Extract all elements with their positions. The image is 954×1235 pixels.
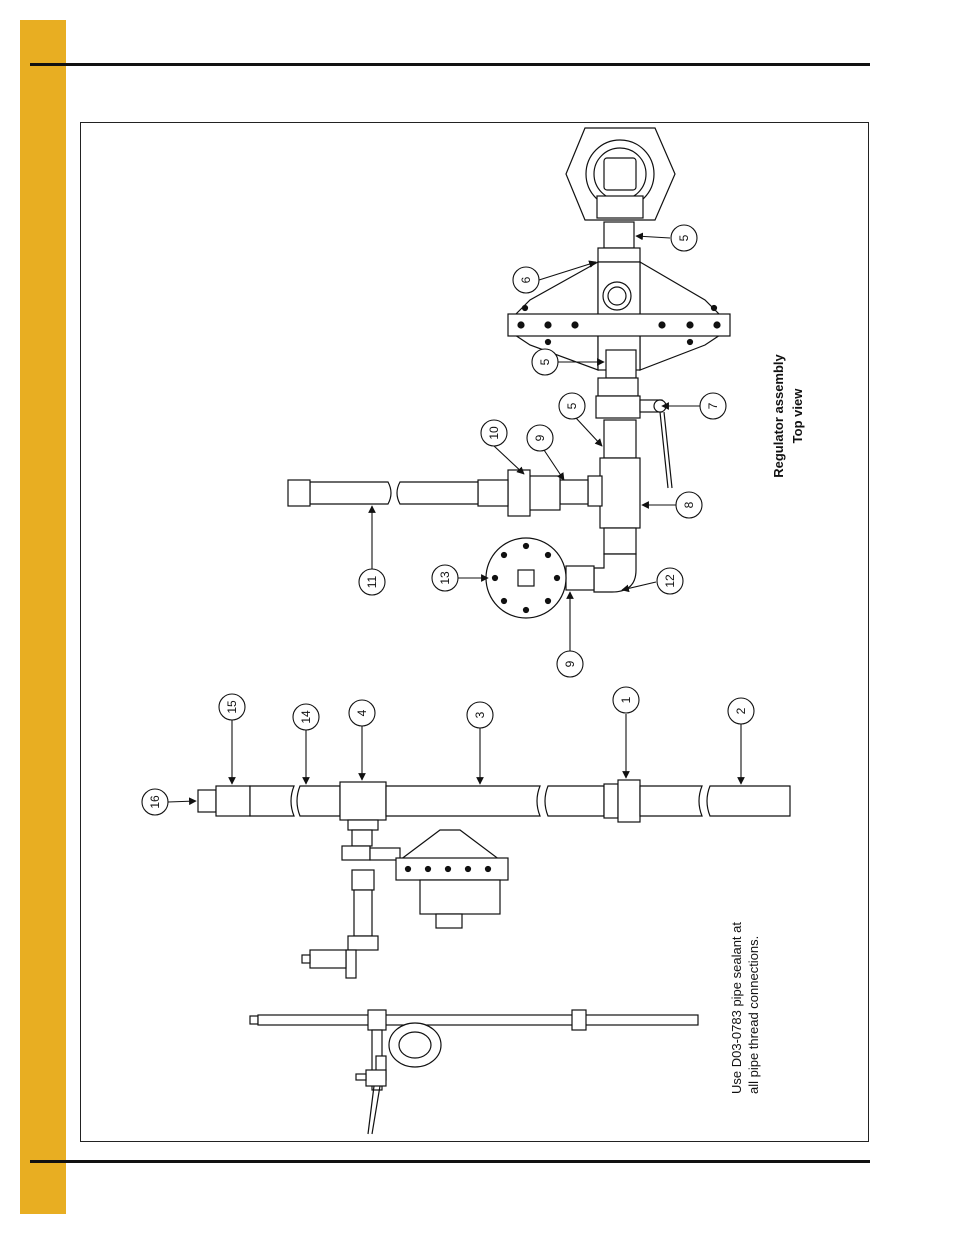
leader-5-upper [636, 236, 670, 238]
callout-label: 1 [619, 696, 633, 703]
elbow-fitting [594, 554, 636, 592]
callout-label: 15 [225, 700, 239, 714]
callout-label: 11 [365, 575, 379, 588]
callout-label: 5 [565, 402, 579, 409]
callout-label: 8 [682, 501, 696, 508]
pipe-nipple-lower [604, 420, 636, 458]
pipe-nipple-side [560, 480, 588, 504]
pipe-nipple-upper [604, 222, 634, 248]
union-fitting [508, 470, 560, 516]
diagram-title-line2: Top view [790, 388, 805, 444]
callout-label: 6 [519, 276, 533, 283]
tee-fitting [588, 458, 640, 554]
assembly-overview [250, 1010, 698, 1134]
side-view-regulator [302, 830, 508, 978]
callout-label: 12 [663, 574, 677, 588]
callout-label: 5 [677, 234, 691, 241]
callout-label: 4 [355, 709, 369, 716]
pressure-gauge [486, 538, 566, 618]
callout-label: 14 [299, 710, 313, 724]
inlet-hex-fitting [566, 128, 675, 220]
callout-label: 9 [533, 434, 547, 441]
main-pipe-run [198, 780, 790, 830]
callout-label: 2 [734, 707, 748, 714]
callout-label: 9 [563, 660, 577, 667]
callout-label: 13 [438, 571, 452, 585]
gauge-nipple [566, 566, 594, 590]
diagram-title-line1: Regulator assembly [771, 353, 786, 477]
callout-label: 5 [538, 358, 552, 365]
callout-label: 16 [148, 795, 162, 809]
leader-5-lower [576, 418, 602, 446]
leader-16 [168, 801, 196, 802]
sealant-note-line2: all pipe thread connections. [746, 936, 761, 1094]
callout-label: 3 [473, 711, 487, 718]
callout-label: 10 [487, 426, 501, 440]
flexible-hose [288, 480, 508, 506]
pipe-nipple-middle [606, 350, 636, 378]
callout-label: 7 [706, 402, 720, 409]
sealant-note-line1: Use D03-0783 pipe sealant at [729, 922, 744, 1094]
